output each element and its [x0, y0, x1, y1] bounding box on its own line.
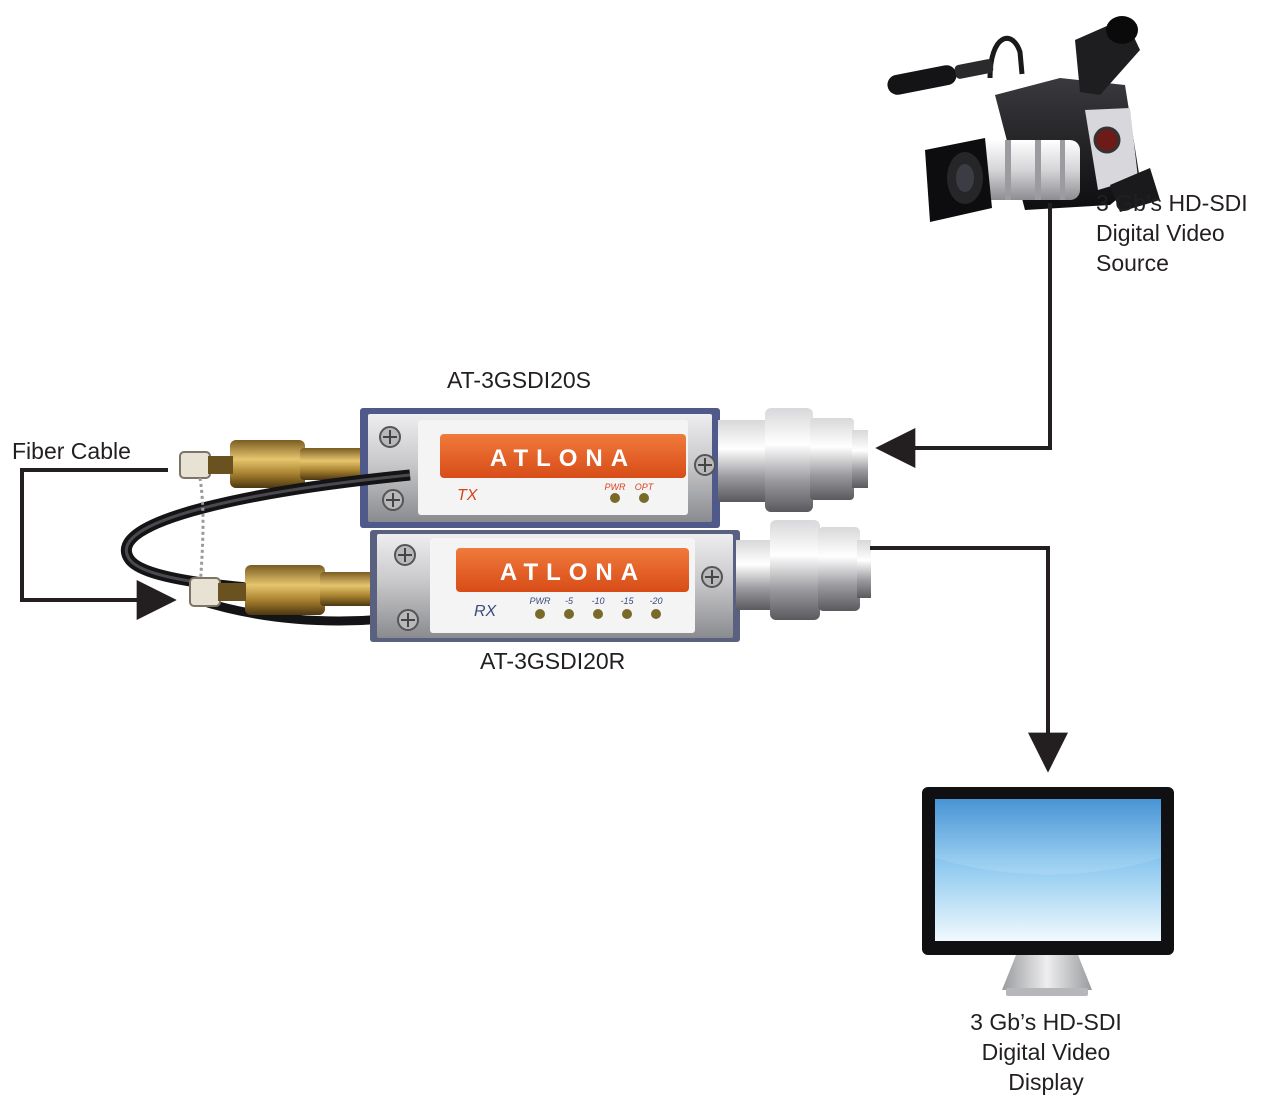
transmitter-fiber-connector	[179, 440, 370, 488]
camera-microphone-icon	[887, 59, 994, 95]
receiver-led-15	[622, 609, 632, 619]
display-caption-line-3: Display	[1008, 1069, 1084, 1095]
display-caption: 3 Gb’s HD-SDI Digital Video Display	[940, 1007, 1152, 1097]
source-caption: 3 Gb’s HD-SDI Digital Video Source	[1096, 188, 1248, 278]
video-camera-icon	[887, 16, 1160, 222]
receiver-led-5	[564, 609, 574, 619]
source-to-transmitter-arrow	[875, 203, 1052, 468]
transmitter-led-opt	[639, 493, 649, 503]
receiver-led-label-10: -10	[591, 596, 604, 606]
fiber-cable-label: Fiber Cable	[12, 438, 131, 464]
receiver-led-10	[593, 609, 603, 619]
display-caption-line-1: 3 Gb’s HD-SDI	[970, 1009, 1122, 1035]
source-caption-line-2: Digital Video	[1096, 220, 1225, 246]
transmitter-tag: TX	[457, 487, 479, 504]
transmitter-bnc-connector	[718, 408, 868, 512]
source-caption-line-3: Source	[1096, 250, 1169, 276]
transmitter-model-label: AT-3GSDI20S	[447, 367, 592, 393]
receiver-led-label-pwr: PWR	[530, 596, 551, 606]
transmitter-unit: ATLONA TX PWR OPT	[179, 408, 868, 528]
transmitter-led-pwr	[610, 493, 620, 503]
receiver-fiber-connector	[189, 565, 385, 615]
transmitter-led-label-opt: OPT	[635, 482, 655, 492]
receiver-model-label: AT-3GSDI20R	[480, 648, 626, 674]
receiver-bnc-connector	[736, 520, 871, 620]
receiver-led-20	[651, 609, 661, 619]
receiver-unit: ATLONA RX PWR -5 -10 -15 -20	[189, 520, 871, 642]
receiver-led-label-20: -20	[649, 596, 662, 606]
monitor-icon	[922, 787, 1174, 996]
receiver-led-label-15: -15	[620, 596, 634, 606]
receiver-led-label-5: -5	[565, 596, 574, 606]
receiver-to-display-arrow	[870, 546, 1068, 773]
receiver-tag: RX	[474, 603, 498, 620]
receiver-led-pwr	[535, 609, 545, 619]
fiber-link-arrow	[20, 468, 177, 620]
transmitter-brand-logo: ATLONA	[490, 445, 636, 472]
display-caption-line-2: Digital Video	[981, 1039, 1111, 1065]
receiver-brand-logo: ATLONA	[500, 559, 646, 586]
transmitter-led-label-pwr: PWR	[605, 482, 626, 492]
source-caption-line-1: 3 Gb’s HD-SDI	[1096, 190, 1248, 216]
